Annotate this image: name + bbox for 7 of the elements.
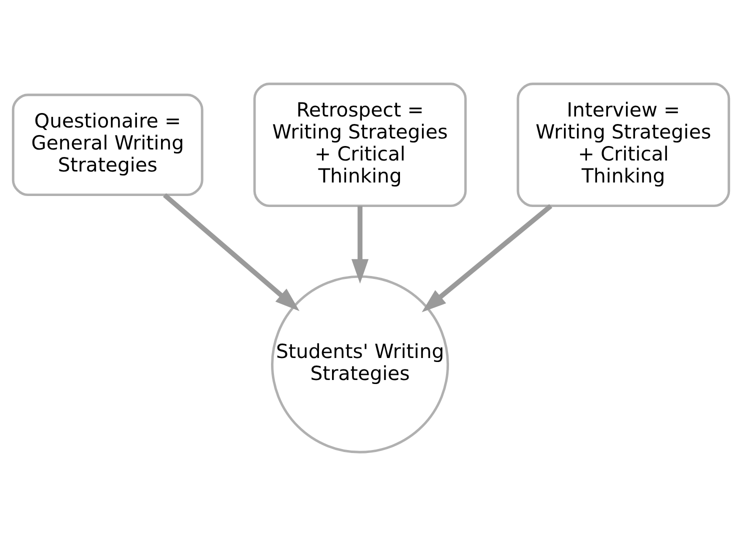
node-box: Questionaire = General Writing Strategies bbox=[12, 93, 204, 196]
node-circle: Students' Writing Strategies bbox=[271, 274, 450, 453]
node-box: Retrospect = Writing Strategies + Critical Thinking bbox=[253, 82, 467, 207]
node-box: Interview = Writing Strategies + Critical Thinking bbox=[516, 82, 730, 207]
arrow bbox=[351, 205, 369, 284]
arrow bbox=[422, 204, 552, 312]
arrow bbox=[162, 192, 300, 311]
